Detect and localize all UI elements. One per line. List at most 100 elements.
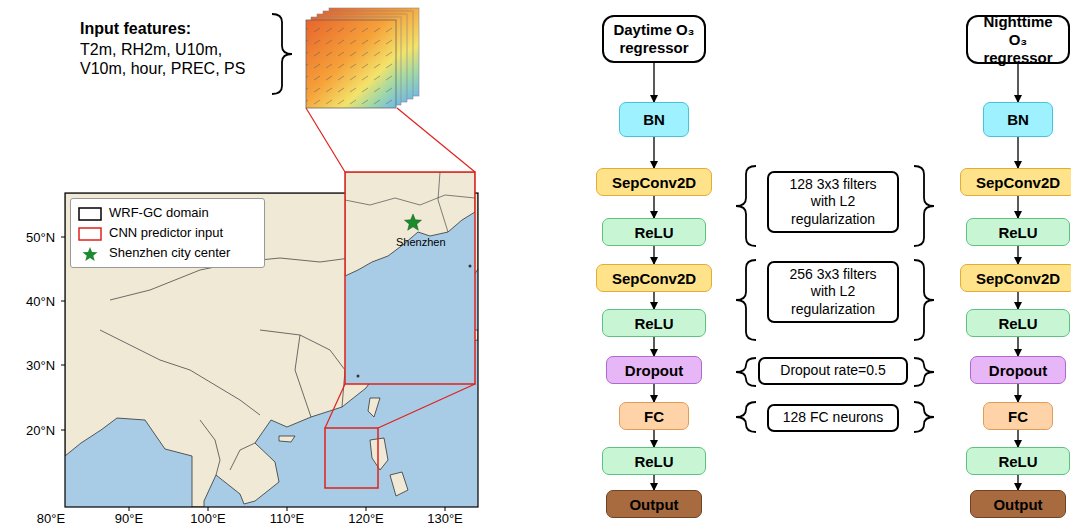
flow-arrow [1017,137,1018,168]
node-text: SepConv2D [612,270,696,287]
node-text: BN [643,111,665,128]
node-text: FC [644,408,664,425]
bn-layer: BN [619,102,689,137]
inset-frame [345,172,475,384]
feature-stack [306,8,419,108]
caption-heading: Input features: [80,20,191,38]
inset-land [345,172,475,276]
predictor-box [325,428,378,488]
annotation-box: 128 FC neurons [767,404,899,432]
relu-layer: ReLU [966,447,1070,475]
annotation-box: Dropout rate=0.5 [758,357,908,385]
node-text: ReLU [998,315,1037,332]
bracket [272,14,292,94]
node-text: Nighttime O₃ regressor [974,13,1062,67]
output-layer: Output [970,490,1066,518]
output-layer: Output [606,490,702,518]
node-text: BN [1007,111,1029,128]
flow-arrow [653,337,654,356]
node-text: ReLU [634,453,673,470]
flow-arrow [1017,384,1018,402]
node-text: ReLU [634,315,673,332]
bracket [914,402,934,432]
bracket [736,402,756,432]
flow-arrow [1017,196,1018,218]
flow-arrow [1017,64,1018,102]
node-text: SepConv2D [612,174,696,191]
node-text: SepConv2D [976,270,1060,287]
annotation-box: 128 3x3 filters with L2 regularization [767,171,899,234]
node-text: ReLU [634,224,673,241]
sepconv-layer: SepConv2D [960,168,1071,196]
feature-list: T2m, RH2m, U10m, V10m, hour, PREC, PS [80,40,250,78]
inset-sea [345,172,475,384]
dropout-layer: Dropout [970,356,1066,384]
lon-label: 130°E [427,511,463,526]
node-text: ReLU [998,453,1037,470]
node-text: 128 3x3 filters with L2 regularization [777,176,889,229]
sepconv-layer: SepConv2D [596,264,712,292]
node-text: Output [629,496,678,513]
regressor-title: Daytime O₃ regressor [602,15,706,63]
flow-arrow [653,292,654,309]
legend-sample [77,246,103,262]
dropout-layer: Dropout [606,356,702,384]
bracket [914,260,934,340]
city-star [405,214,422,230]
relu-layer: ReLU [602,218,706,246]
flow-arrow [1017,337,1018,356]
node-text: SepConv2D [976,174,1060,191]
node-text: Daytime O₃ regressor [610,21,698,57]
node-text: 128 FC neurons [783,409,883,427]
legend-text: WRF-GC domain [109,205,209,220]
bracket [736,260,756,340]
legend-text: Shenzhen city center [109,245,230,260]
annotation-box: 256 3x3 filters with L2 regularization [767,261,899,324]
fc-layer: FC [983,402,1053,430]
fc-layer: FC [619,402,689,430]
lon-label: 90°E [115,511,143,526]
node-text: ReLU [998,224,1037,241]
relu-layer: ReLU [966,218,1070,246]
bracket [736,166,756,246]
flow-arrow [653,384,654,402]
lon-label: 80°E [37,511,65,526]
legend-box: WRF-GC domainCNN predictor inputShenzhen… [70,198,265,268]
regressor-title: Nighttime O₃ regressor [966,15,1070,64]
legend-text: CNN predictor input [109,225,223,240]
node-text: Dropout [989,362,1047,379]
node-text: Output [993,496,1042,513]
bracket [914,166,934,246]
flow-arrow [653,430,654,447]
relu-layer: ReLU [966,309,1070,337]
flow-arrow [653,475,654,490]
lon-label: 110°E [270,511,305,526]
flow-arrow [653,246,654,264]
city-label: Shenzhen [396,236,446,248]
sepconv-layer: SepConv2D [596,168,712,196]
legend-sample [77,206,103,222]
lon-label: 120°E [348,511,384,526]
bracket [914,358,934,386]
node-text: 256 3x3 filters with L2 regularization [777,266,889,319]
flow-arrow [653,137,654,168]
lat-label: 20°N [26,423,55,438]
flow-arrow [1017,246,1018,264]
node-text: FC [1008,408,1028,425]
lat-label: 30°N [26,358,55,373]
relu-layer: ReLU [602,309,706,337]
bracket [736,358,756,386]
lat-label: 40°N [26,294,55,309]
legend-sample [77,226,103,242]
node-text: Dropout [625,362,683,379]
flow-arrow [653,63,654,102]
lon-label: 100°E [190,511,226,526]
node-text: Dropout rate=0.5 [780,362,885,380]
sepconv-layer: SepConv2D [960,264,1071,292]
flow-arrow [1017,292,1018,309]
flow-arrow [1017,475,1018,490]
flow-arrow [1017,430,1018,447]
relu-layer: ReLU [602,447,706,475]
bn-layer: BN [983,102,1053,137]
